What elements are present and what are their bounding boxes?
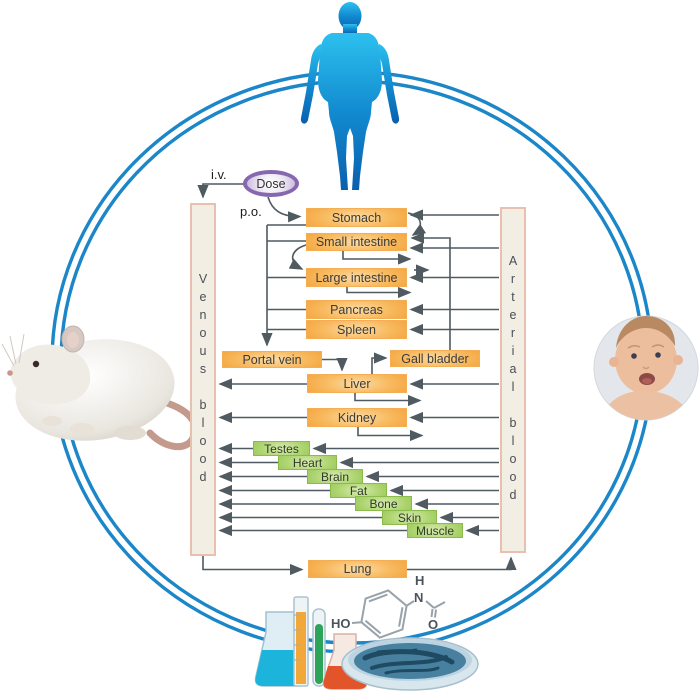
amide-n-label: N [414,590,424,605]
organ-box-large-intestine: Large intestine [306,268,407,287]
lab-glassware-illustration [254,596,368,690]
organ-box-liver: Liver [307,374,407,393]
portal-vein-collector-arrows [261,224,306,347]
human-figure-illustration [300,2,400,190]
arterial-blood-label: Arterial blood [506,254,520,506]
venous-to-lung-arrow [202,556,304,576]
amide-h-label: H [415,573,425,588]
po-route-label: p.o. [240,204,262,219]
venous-blood-label: Venous blood [196,271,210,488]
organ-box-pancreas: Pancreas [306,300,407,319]
arterial-supply-arrows [312,209,499,537]
liver-to-gall-bladder-arrow [371,352,388,374]
iv-route-label: i.v. [211,167,227,182]
venous-blood-column: Venous blood [190,203,216,556]
organ-box-stomach: Stomach [306,208,407,227]
arterial-blood-column: Arterial blood [500,207,526,553]
gall-bladder-to-small-intestine-arrow [410,232,451,350]
organ-box-portal-vein: Portal vein [222,351,322,368]
organ-box-kidney: Kidney [307,408,407,427]
tissue-box-brain: Brain [307,469,363,484]
hydroxyl-label: HO [331,616,351,631]
organ-box-gall-bladder: Gall bladder [390,350,480,367]
portal-to-liver-arrow [322,358,348,372]
iv-dose-arrow [197,183,244,199]
tissue-box-bone: Bone [355,496,412,511]
organ-box-lung: Lung [308,560,407,578]
kidney-excretion-arrow [357,427,424,442]
carbonyl-o-label: O [428,617,439,632]
tissue-box-heart: Heart [278,455,337,470]
chemical-structure [351,589,446,639]
petri-dish-illustration [341,637,479,691]
baby-photo [593,315,699,421]
lung-to-arterial-arrow [407,556,517,571]
tissue-box-muscle: Muscle [407,523,463,538]
dose-node: Dose [243,170,299,197]
liver-excretion-arrow [354,393,422,407]
po-dose-arrow [267,196,302,223]
venous-return-arrows [218,378,407,537]
tissue-box-testes: Testes [253,441,310,456]
organ-box-small-intestine: Small intestine [306,233,407,251]
rat-illustration [1,325,199,451]
organ-box-spleen: Spleen [306,320,407,339]
